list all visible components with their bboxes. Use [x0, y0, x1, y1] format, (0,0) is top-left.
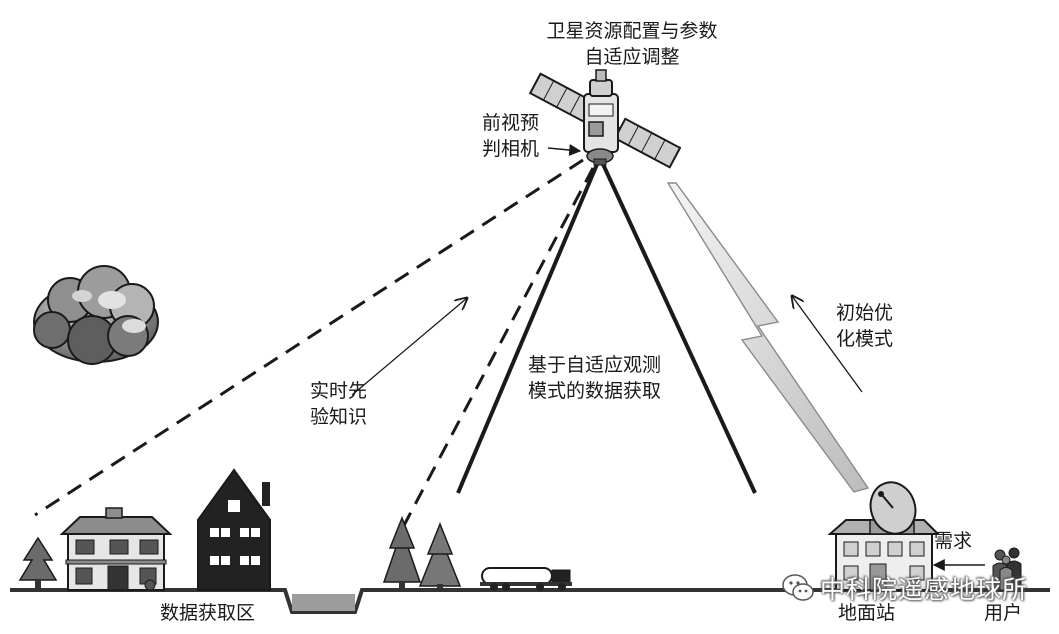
wechat-icon: [782, 574, 814, 601]
tree-icon: [18, 536, 58, 590]
observation-line-right: [600, 161, 757, 494]
house-icon: [59, 507, 173, 591]
prior-knowledge-arrow: [351, 298, 467, 396]
camera-ray-left: [34, 158, 584, 517]
pine-trees-icon: [382, 515, 462, 590]
prior-knowledge-label: 实时先 验知识: [310, 380, 368, 428]
adaptive-acquisition-label: 基于自适应观测 模式的数据获取: [528, 354, 662, 402]
demand-label: 需求: [934, 530, 973, 552]
camera-label: 前视预 判相机: [482, 112, 540, 160]
ground-pit: [292, 594, 355, 611]
watermark-text: 中科院遥感地球所: [820, 575, 1029, 604]
lightning-bolt-icon: [666, 182, 870, 493]
satellite-title-label: 卫星资源配置与参数 自适应调整: [546, 20, 718, 68]
users-icon: [992, 547, 1022, 591]
initial-mode-arrow: [792, 296, 863, 393]
camera-pointer-arrow: [547, 144, 582, 156]
cloud-icon: [33, 265, 159, 365]
satellite-icon: [528, 69, 682, 169]
ground-station-icon: [827, 481, 941, 591]
truck-icon: [480, 567, 572, 591]
watermark: 中科院遥感地球所: [780, 568, 1028, 608]
acquisition-area-label: 数据获取区: [160, 602, 256, 624]
user-label: 用户: [984, 602, 1023, 624]
ground-station-label: 地面站: [838, 602, 896, 624]
observation-line-left: [456, 161, 600, 494]
dark-house-icon: [197, 468, 271, 591]
initial-mode-label: 初始优 化模式: [836, 302, 894, 350]
camera-ray-right: [390, 167, 595, 549]
